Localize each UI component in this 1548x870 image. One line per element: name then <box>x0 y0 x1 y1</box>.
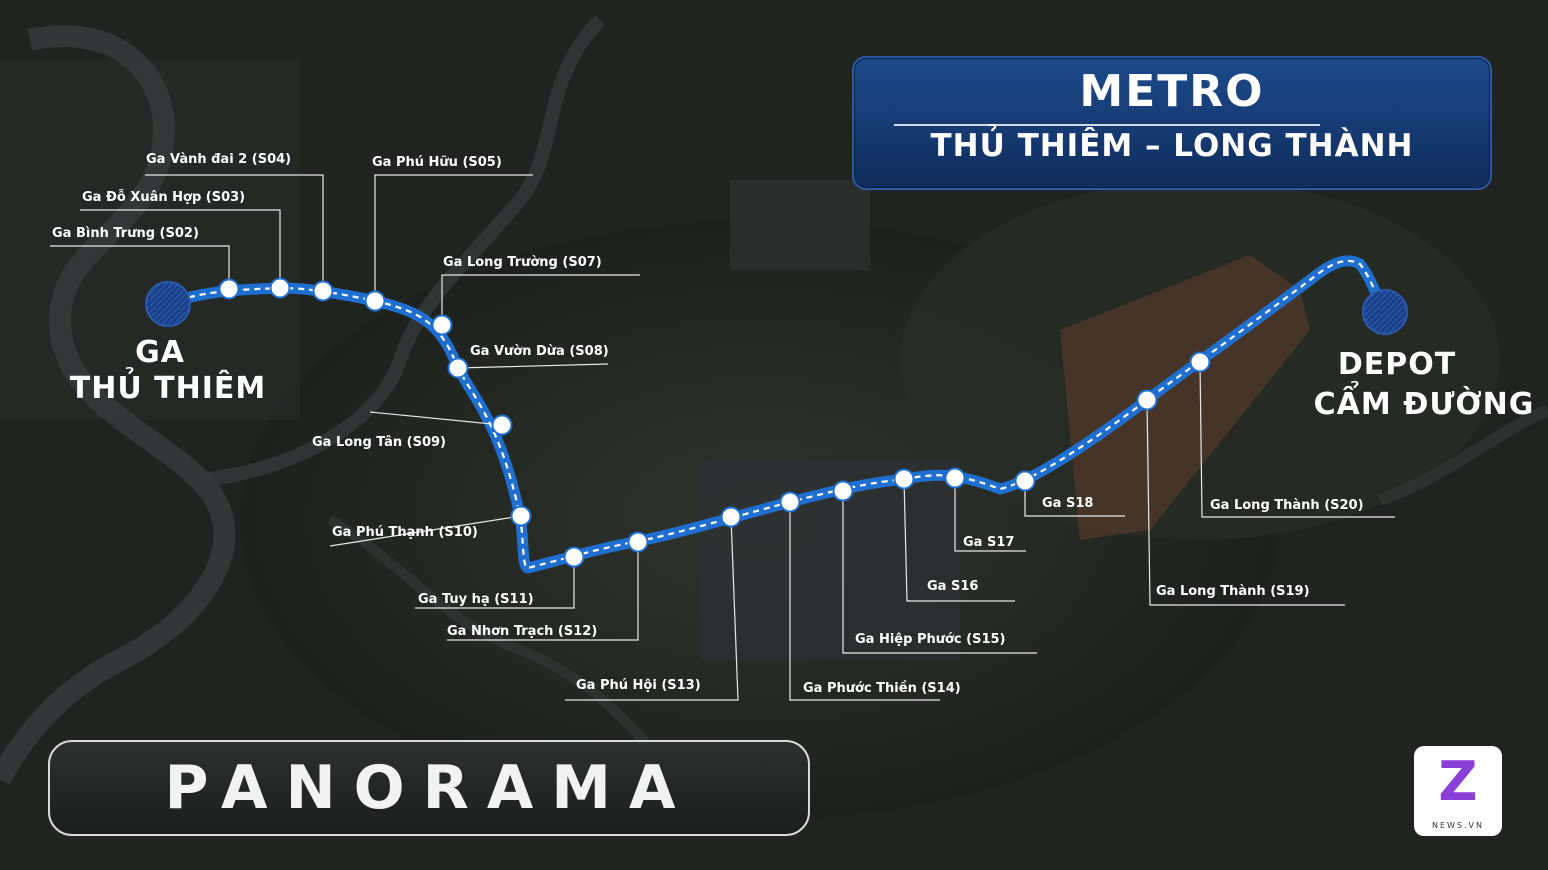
terminal-cam-duong-depot <box>1362 289 1408 335</box>
terminal-thu-thiem <box>145 281 191 327</box>
station-label-s07: Ga Long Trường (S07) <box>443 255 602 270</box>
station-label-s15: Ga Hiệp Phước (S15) <box>855 632 1006 647</box>
station-dot-s13 <box>720 506 742 528</box>
station-label-s08: Ga Vườn Dừa (S08) <box>470 344 609 359</box>
station-label-s02: Ga Bình Trưng (S02) <box>52 226 199 241</box>
start-label-line2: THỦ THIÊM <box>70 366 266 406</box>
station-dot-s18 <box>1014 470 1036 492</box>
end-label-line1: DEPOT <box>1338 347 1456 382</box>
river <box>0 25 236 786</box>
station-dot-s17 <box>944 467 966 489</box>
station-dot-s15 <box>832 480 854 502</box>
station-dot-s07 <box>431 314 453 336</box>
station-dot-s02 <box>218 278 240 300</box>
station-dot-s05 <box>364 290 386 312</box>
station-dots <box>218 277 1211 568</box>
znews-z-icon: Z <box>1438 750 1478 813</box>
znews-logo: Z NEWS.VN <box>1414 746 1502 836</box>
panorama-logo: PANORAMA <box>48 740 810 836</box>
station-label-s19: Ga Long Thành (S19) <box>1156 584 1310 599</box>
station-dot-s04 <box>312 280 334 302</box>
station-dot-s08 <box>447 357 469 379</box>
station-dot-s09 <box>491 414 513 436</box>
station-label-s10: Ga Phú Thạnh (S10) <box>332 525 478 540</box>
panorama-wordmark: PANORAMA <box>164 753 694 823</box>
title-subtitle: THỦ THIÊM – LONG THÀNH <box>930 128 1414 164</box>
station-label-s18: Ga S18 <box>1042 496 1093 511</box>
station-dot-s16 <box>893 468 915 490</box>
station-label-s03: Ga Đỗ Xuân Hợp (S03) <box>82 190 245 205</box>
station-dot-s20 <box>1189 351 1211 373</box>
station-dot-s12 <box>627 531 649 553</box>
station-dot-s19 <box>1136 389 1158 411</box>
station-label-s04: Ga Vành đai 2 (S04) <box>146 152 291 167</box>
station-label-s13: Ga Phú Hội (S13) <box>576 678 701 693</box>
znews-site-label: NEWS.VN <box>1431 821 1485 830</box>
title-banner: METRO THỦ THIÊM – LONG THÀNH <box>852 56 1492 190</box>
station-label-s17: Ga S17 <box>963 535 1014 550</box>
station-dot-s14 <box>779 491 801 513</box>
title-divider <box>894 124 1320 126</box>
station-label-s16: Ga S16 <box>927 579 978 594</box>
station-dot-s10 <box>510 505 532 527</box>
river <box>1378 404 1548 506</box>
start-label-line1: GA <box>135 335 185 370</box>
end-label-line2: CẨM ĐƯỜNG <box>1314 381 1535 422</box>
station-leaders <box>50 174 1395 701</box>
river <box>199 15 606 487</box>
station-dot-s11 <box>563 546 585 568</box>
title-main: METRO <box>1079 66 1265 117</box>
station-label-s20: Ga Long Thành (S20) <box>1210 498 1364 513</box>
station-label-s14: Ga Phước Thiền (S14) <box>803 681 961 696</box>
station-label-s09: Ga Long Tân (S09) <box>312 435 446 450</box>
station-label-s05: Ga Phú Hữu (S05) <box>372 155 502 170</box>
station-label-s11: Ga Tuy hạ (S11) <box>418 592 534 607</box>
urban-area <box>730 180 870 270</box>
station-dot-s03 <box>269 277 291 299</box>
station-labels: Ga Bình Trưng (S02) Ga Đỗ Xuân Hợp (S03)… <box>52 152 1364 696</box>
station-label-s12: Ga Nhơn Trạch (S12) <box>447 624 597 639</box>
urban-area <box>0 60 300 420</box>
